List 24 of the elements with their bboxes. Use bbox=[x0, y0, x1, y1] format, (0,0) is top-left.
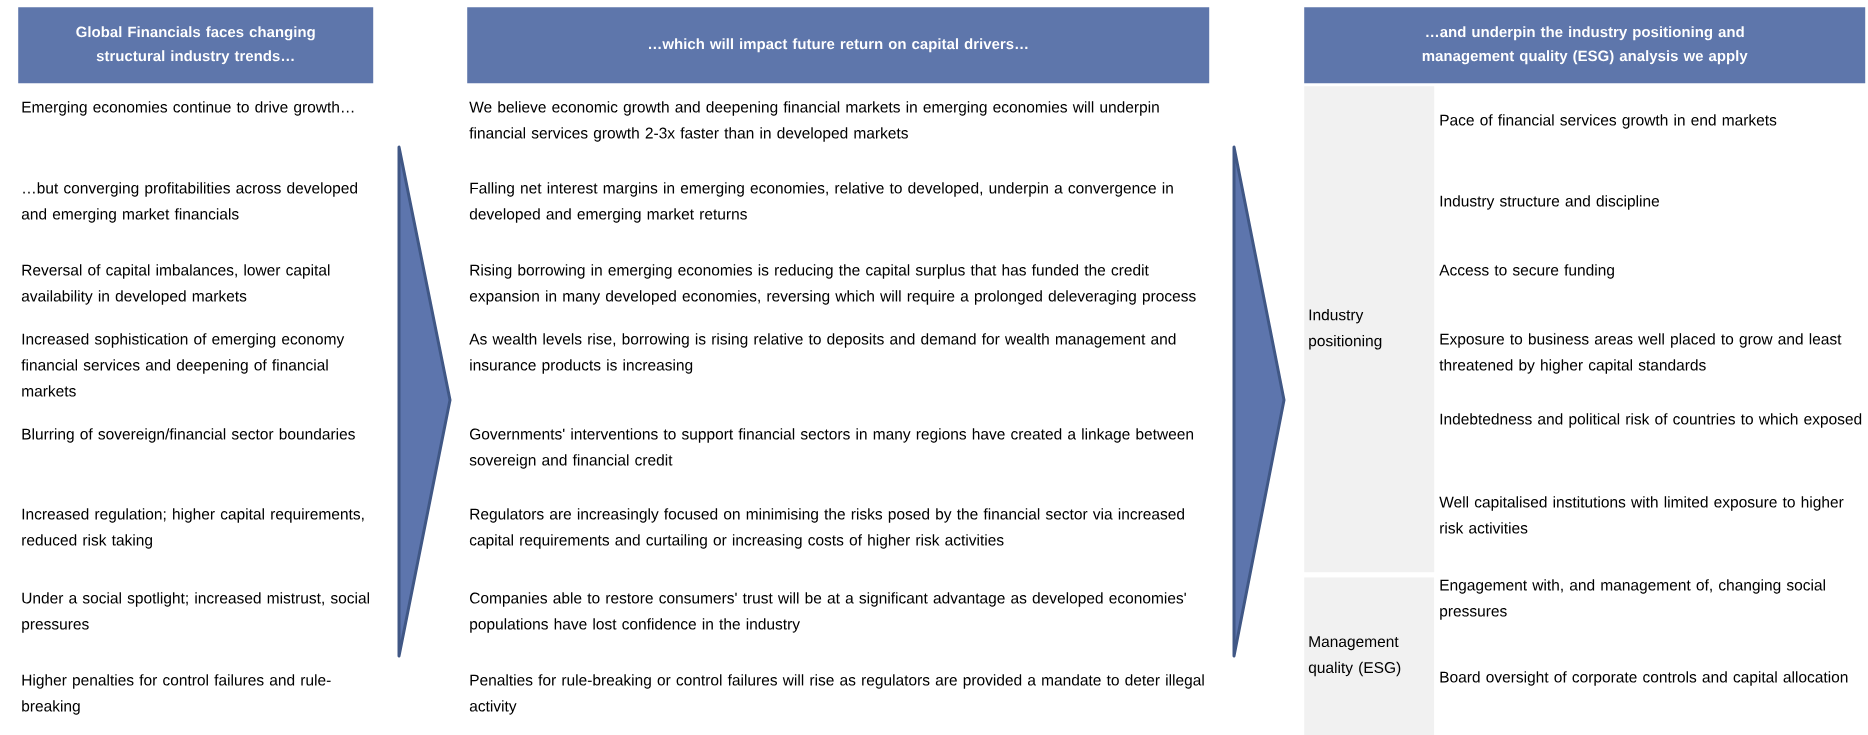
driver-text: Rising borrowing in emerging economies is reducing the capital surplus that has funded the credit expansion in many developed economies, reversing which will require a prolonged deleveraging process bbox=[469, 264, 1196, 305]
category-cell: Industry positioning bbox=[1304, 86, 1435, 573]
trend-text: Higher penalties for control failures and rule-breaking bbox=[22, 674, 331, 715]
trend-text: Increased regulation; higher capital requirements, reduced risk taking bbox=[22, 508, 364, 549]
trend-text: Emerging economies continue to drive growth… bbox=[22, 101, 354, 116]
driver-text: Falling net interest margins in emerging economies, relative to developed, underpin a convergence in developed and emerging market returns bbox=[469, 182, 1173, 223]
trend-text: …but converging profitabilities across developed and emerging market financials bbox=[21, 182, 358, 223]
analysis-text: Engagement with, and management of, changing social pressures bbox=[1440, 579, 1825, 620]
header-banner: …which will impact future return on capital drivers… bbox=[467, 7, 1210, 84]
driver-text: Governments' interventions to support financial sectors in many regions have created a linkage between sovereign and financial credit bbox=[469, 428, 1193, 469]
driver-text: Regulators are increasingly focused on minimising the risks posed by the financial sector via increased capital requirements and curtailing or increasing costs of higher risk activities bbox=[469, 508, 1184, 549]
trend-text: Increased sophistication of emerging economy financial services and deepening of financial markets bbox=[21, 333, 345, 397]
header-banner: …and underpin the industry positioning and management quality (ESG) analysis we apply bbox=[1304, 7, 1866, 84]
header-banner: Global Financials faces changing structural industry trends… bbox=[18, 7, 374, 84]
analysis-text: Pace of financial services growth in end markets bbox=[1440, 114, 1777, 129]
driver-text: Companies able to restore consumers' trust will be at a significant advantage as developed economies' populations have lost confidence in the industry bbox=[470, 592, 1186, 633]
trend-text: Blurring of sovereign/financial sector boundaries bbox=[22, 428, 355, 443]
trend-text: Reversal of capital imbalances, lower capital availability in developed markets bbox=[21, 264, 330, 305]
trend-text: Under a social spotlight; increased mistrust, social pressures bbox=[22, 592, 369, 633]
category-cell: Management quality (ESG) bbox=[1304, 577, 1435, 735]
driver-text: Penalties for rule-breaking or control failures will rise as regulators are provided a mandate to deter illegal activity bbox=[469, 674, 1204, 715]
driver-text: We believe economic growth and deepening financial markets in emerging economies will underpin financial services growth 2-3x faster than in developed markets bbox=[469, 101, 1159, 142]
driver-text: As wealth levels rise, borrowing is rising relative to deposits and demand for wealth management and insurance products is increasing bbox=[469, 333, 1176, 374]
analysis-text: Well capitalised institutions with limited exposure to higher risk activities bbox=[1439, 496, 1844, 534]
